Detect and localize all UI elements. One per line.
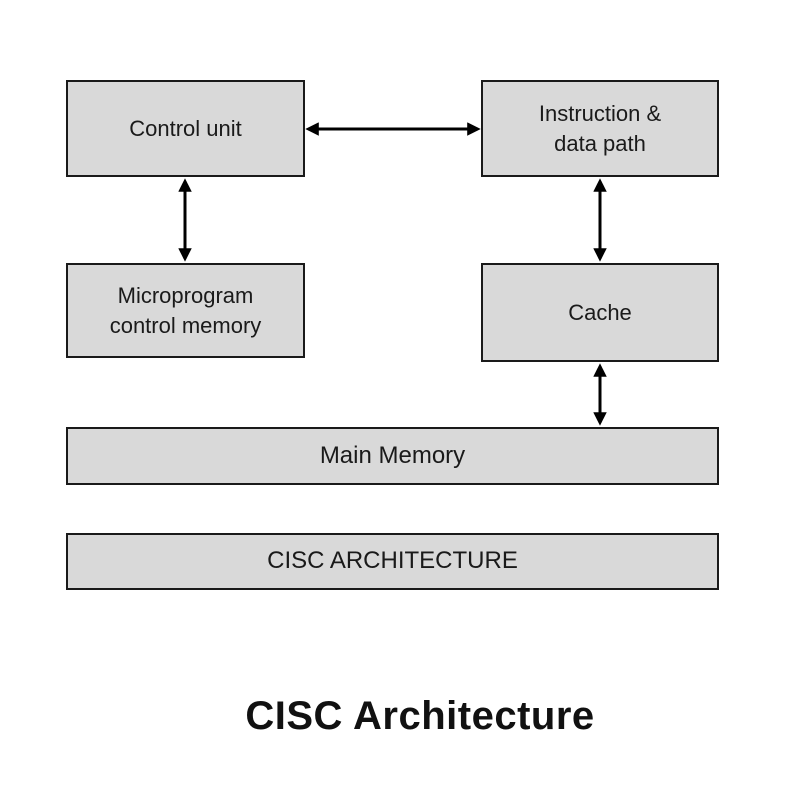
main-memory-label: Main Memory — [319, 441, 466, 469]
main-memory-box: Main Memory — [66, 427, 719, 485]
cisc-architecture-banner-box: CISC ARCHITECTURE — [66, 533, 719, 590]
cache-box: Cache — [481, 263, 719, 362]
control-unit-box: Control unit — [66, 80, 305, 177]
instruction-data-path-box: Instruction & data path — [481, 80, 719, 177]
microprogram-control-memory-box: Microprogram control memory — [66, 263, 305, 358]
instruction-data-path-label: Instruction & data path — [538, 100, 662, 156]
cache-label: Cache — [568, 299, 632, 325]
microprogram-control-memory-label: Microprogram control memory — [109, 282, 262, 338]
diagram-caption: CISC Architecture — [245, 694, 595, 738]
control-unit-label: Control unit — [129, 115, 242, 141]
cisc-architecture-banner-label: CISC ARCHITECTURE — [267, 547, 518, 575]
